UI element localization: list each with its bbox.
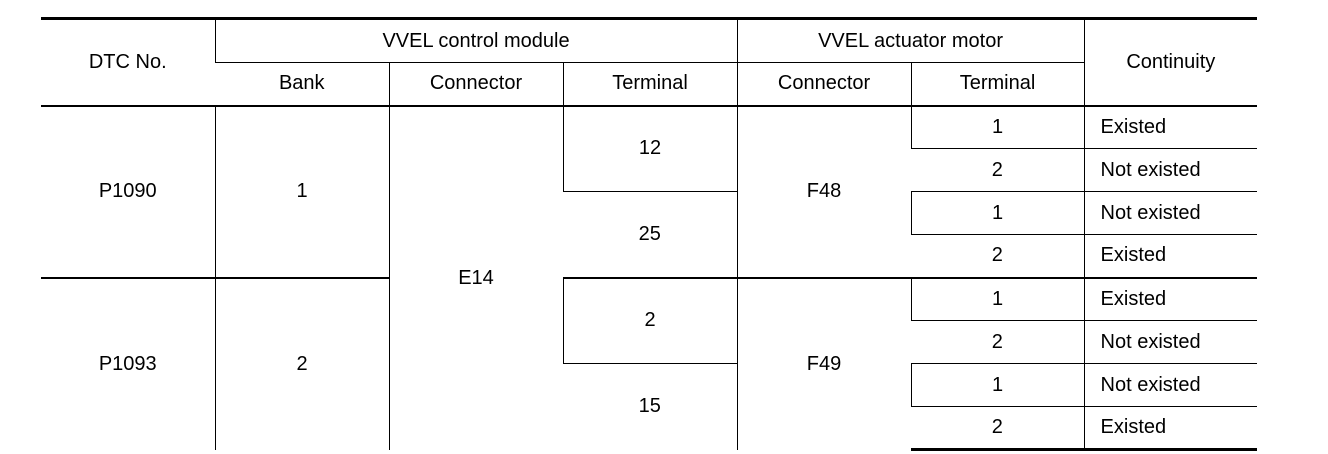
header-module-connector: Connector <box>388 62 563 106</box>
table-row: 25 1 Not existed <box>41 191 1258 278</box>
module-terminal-cell: 2 <box>562 276 738 364</box>
table-row: P1093 2 2 F49 1 Existed <box>41 276 1258 450</box>
dtc-cell: P1093 <box>41 276 215 450</box>
module-terminal-cell: 25 <box>563 191 738 278</box>
table-row: 2 Not existed <box>41 320 1258 364</box>
bank-cell: 1 <box>214 104 389 278</box>
motor-terminal-cell: 2 <box>911 234 1085 278</box>
motor-terminal-cell: 2 <box>911 406 1085 451</box>
motor-terminal-cell: 1 <box>910 363 1085 407</box>
continuity-cell: Not existed <box>1083 191 1258 235</box>
table-row: P1090 1 E14 12 F48 1 Existed <box>41 104 1258 450</box>
module-connector-cell: E14 <box>388 104 563 450</box>
continuity-cell: Existed <box>1083 276 1258 321</box>
continuity-table: DTC No. VVEL control module VVEL actuato… <box>41 17 1258 451</box>
continuity-cell: Not existed <box>1083 363 1258 407</box>
motor-terminal-cell: 1 <box>910 104 1085 149</box>
motor-connector-cell: F48 <box>736 104 912 278</box>
table-row: 2 Existed <box>41 406 1258 451</box>
header-vvel-actuator-motor: VVEL actuator motor <box>736 17 1085 63</box>
motor-terminal-cell: 1 <box>910 191 1085 235</box>
motor-terminal-cell: 2 <box>911 148 1085 192</box>
header-row-2: Bank Connector Terminal Connector Termin… <box>41 62 1257 106</box>
motor-terminal-cell: 1 <box>910 276 1085 321</box>
header-module-terminal: Terminal <box>562 62 738 106</box>
continuity-cell: Not existed <box>1083 320 1258 364</box>
table-row: 2 Not existed <box>41 148 1258 192</box>
header-motor-terminal: Terminal <box>910 62 1085 106</box>
header-row-1: DTC No. VVEL control module VVEL actuato… <box>41 17 1258 106</box>
continuity-cell: Not existed <box>1083 148 1258 192</box>
motor-terminal-cell: 2 <box>911 320 1085 364</box>
table-row: 15 1 Not existed <box>41 363 1258 450</box>
module-terminal-cell: 15 <box>563 363 738 450</box>
bank-cell: 2 <box>214 276 389 450</box>
module-terminal-cell: 12 <box>562 104 738 192</box>
continuity-cell: Existed <box>1083 104 1258 149</box>
header-motor-connector: Connector <box>736 62 912 106</box>
continuity-cell: Existed <box>1083 406 1258 451</box>
header-vvel-control-module: VVEL control module <box>214 17 738 63</box>
continuity-cell: Existed <box>1083 234 1258 278</box>
table-row: 2 Existed <box>41 234 1258 278</box>
header-continuity: Continuity <box>1083 17 1258 106</box>
header-dtc-no: DTC No. <box>41 17 215 106</box>
motor-connector-cell: F49 <box>736 276 912 450</box>
dtc-cell: P1090 <box>41 104 215 278</box>
header-bank: Bank <box>215 62 389 106</box>
